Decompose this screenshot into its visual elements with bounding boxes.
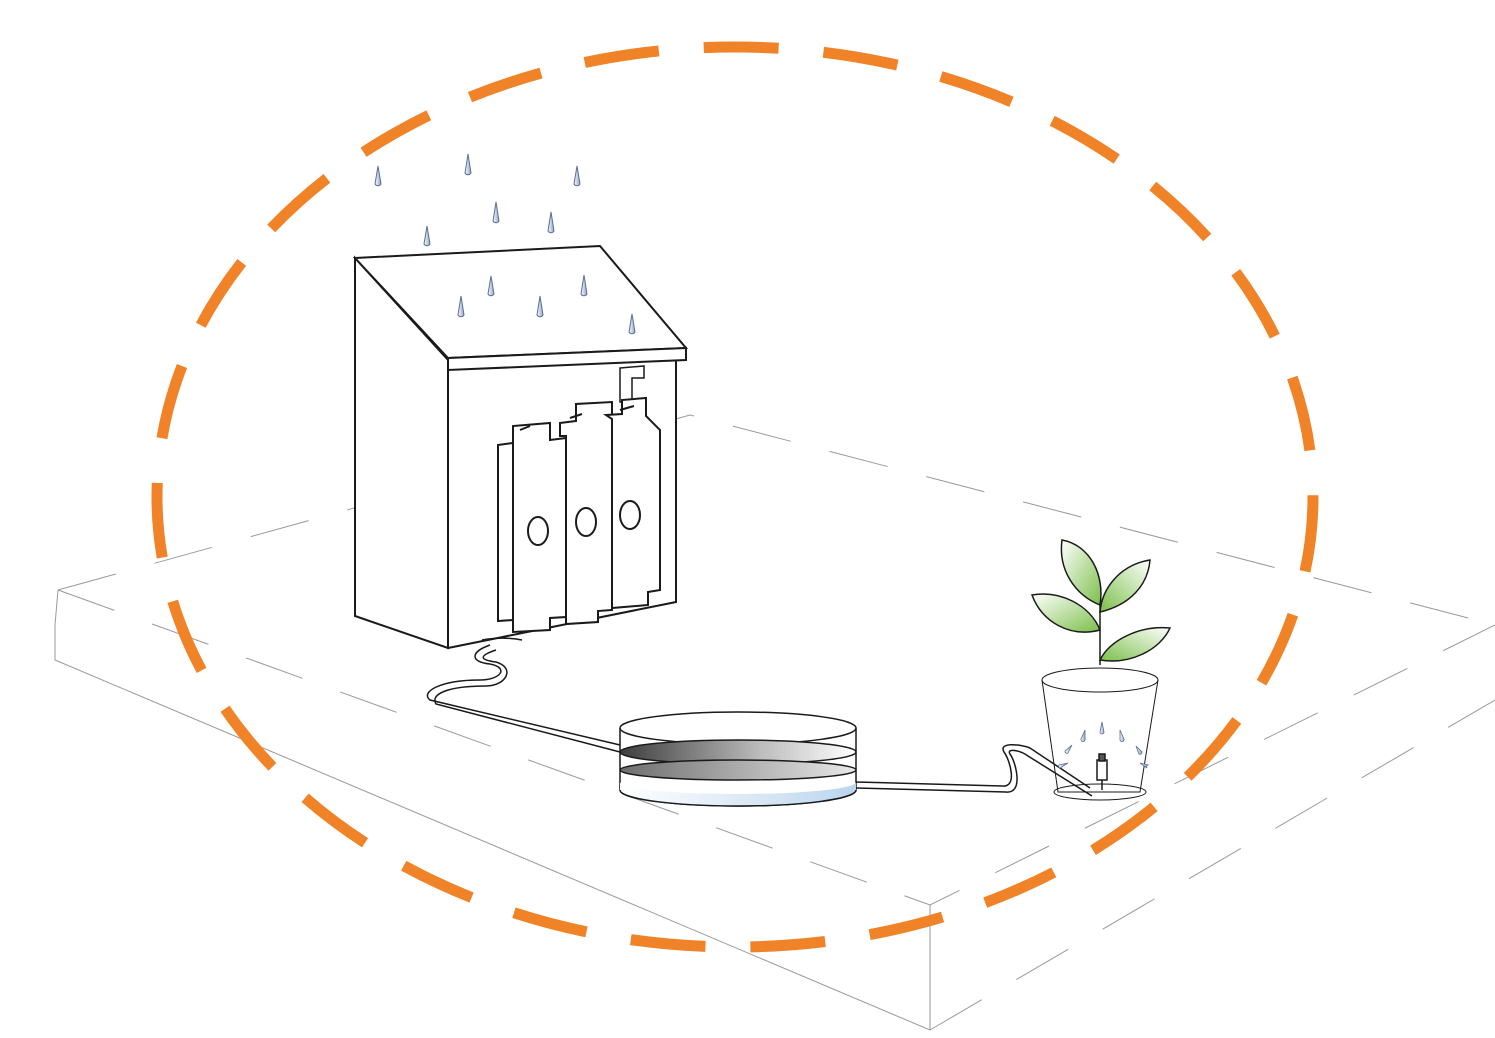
tank-layer-2 [619,759,857,781]
rain-drop-icon [492,201,500,224]
rain-drop-icon [423,225,431,247]
storage-tank [619,711,857,807]
rain-drop-icon [547,211,555,234]
rain-drop-icon [464,153,472,176]
platform [54,414,1495,1031]
cell-port-3 [619,500,641,530]
tank-water [620,782,856,806]
rain-drop-icon [580,274,588,297]
dripper-icon [1096,753,1108,790]
rain-drop-icon [573,165,581,187]
rain-drop-icon [628,313,636,335]
cell-port-1 [527,516,549,546]
rain-drops [374,153,636,335]
system-boundary [151,41,1319,953]
cell-port-2 [575,507,597,537]
filter-cells [497,396,661,634]
rain-drop-icon [536,295,544,318]
rain-drop-icon [374,165,382,187]
rain-drop-icon [487,275,495,297]
spray-drops [1058,721,1150,769]
plant-icon [1030,539,1172,665]
supply-pipe [855,744,1093,797]
plant-cup [1041,667,1159,801]
rain-drop-icon [457,295,465,318]
outlet-pipe [426,637,621,753]
